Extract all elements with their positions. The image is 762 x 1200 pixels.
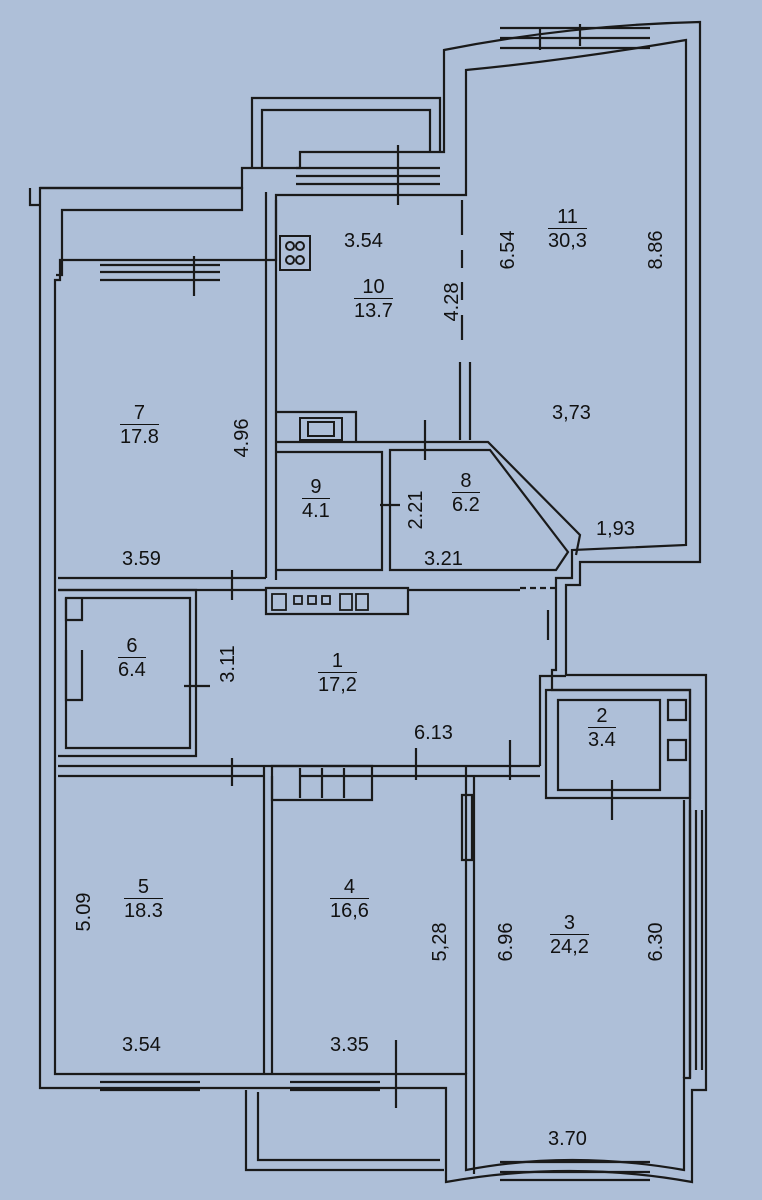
wall-bath8 [388, 448, 570, 572]
wardrobe-room4 [270, 764, 374, 802]
wall-room4-room3 [464, 766, 476, 1174]
wall-room6 [58, 588, 198, 758]
room-area: 6.2 [452, 492, 480, 516]
room-label-9: 9 4.1 [302, 476, 330, 522]
window-bottom-right [500, 1160, 650, 1182]
wall-room5-room4 [262, 766, 274, 1074]
window-top [296, 166, 440, 186]
wall-bedroom7-bottom [58, 576, 266, 592]
room-label-1: 1 17,2 [318, 650, 357, 696]
room-label-3: 3 24,2 [550, 912, 589, 958]
room-area: 6.4 [118, 657, 146, 681]
room-label-4: 4 16,6 [330, 876, 369, 922]
dimension-bedroom7-height: 4.96 [231, 418, 253, 458]
dimension-room3-right-height: 6.30 [645, 922, 667, 962]
window-top-left [100, 263, 220, 282]
dimension-living-left-height: 6.54 [497, 230, 519, 270]
room-label-8: 8 6.2 [452, 470, 480, 516]
dimension-room3-width: 3.70 [548, 1128, 587, 1150]
dimension-hall-height: 3.11 [217, 645, 239, 683]
room-label-5: 5 18.3 [124, 876, 163, 922]
window-right [688, 810, 704, 1070]
dimension-bedroom7-width: 3.59 [122, 548, 161, 570]
sink-icon [299, 417, 343, 441]
window-living [500, 24, 650, 50]
dimension-living-bottom: 1,93 [596, 518, 635, 540]
storage-fixtures [271, 593, 369, 611]
dimension-room4-height: 5,28 [429, 922, 451, 962]
room-number: 5 [137, 876, 150, 898]
dimension-ticks [184, 145, 614, 1108]
room-area: 3.4 [588, 727, 616, 751]
room-area: 16,6 [330, 898, 369, 922]
room-number: 6 [126, 635, 138, 657]
room-number: 2 [596, 705, 608, 727]
room-label-10: 10 13.7 [354, 276, 393, 322]
balcony-top [250, 96, 442, 168]
dimension-kitchen-width: 3.54 [344, 230, 383, 252]
balcony-bottom [244, 1090, 444, 1172]
wall-storage [264, 586, 410, 616]
dimension-bath9-height: 2.21 [405, 490, 427, 530]
room-number: 3 [563, 912, 576, 934]
room-number: 10 [362, 276, 385, 298]
room-number: 7 [133, 402, 146, 424]
room-label-7: 7 17.8 [120, 402, 159, 448]
wall-kitchen-living [458, 200, 464, 440]
dimension-room4-width: 3.35 [330, 1034, 369, 1056]
room-label-11: 11 30,3 [548, 206, 587, 252]
window-bottom-mid [290, 1072, 380, 1092]
room-area: 17,2 [318, 672, 357, 696]
room-area: 30,3 [548, 228, 587, 252]
wall-room2 [544, 688, 692, 800]
room-number: 4 [343, 876, 356, 898]
stove-icon [279, 235, 311, 271]
room-number: 1 [331, 650, 344, 672]
room-area: 24,2 [550, 934, 589, 958]
room-label-6: 6 6.4 [118, 635, 146, 681]
dimension-room5-width: 3.54 [122, 1034, 161, 1056]
dimension-kitchen-height: 4.28 [441, 282, 463, 322]
dimension-room3-left-height: 6.96 [495, 922, 517, 962]
dimension-living-width: 3,73 [552, 402, 591, 424]
room-area: 18.3 [124, 898, 163, 922]
room-number: 9 [310, 476, 322, 498]
balcony-top-left [40, 186, 244, 277]
room-number: 8 [460, 470, 472, 492]
room-area: 4.1 [302, 498, 330, 522]
dimension-room5-height: 5.09 [73, 892, 95, 932]
dimension-hall-width: 6.13 [414, 722, 453, 744]
dimension-living-right-height: 8.86 [645, 230, 667, 270]
room-number: 11 [557, 206, 578, 228]
window-bottom-left [100, 1072, 200, 1092]
room-area: 13.7 [354, 298, 393, 322]
dimension-bath8-width: 3.21 [424, 548, 463, 570]
room-area: 17.8 [120, 424, 159, 448]
wall-kitchen-bottom [264, 192, 582, 580]
room-label-2: 2 3.4 [588, 705, 616, 751]
